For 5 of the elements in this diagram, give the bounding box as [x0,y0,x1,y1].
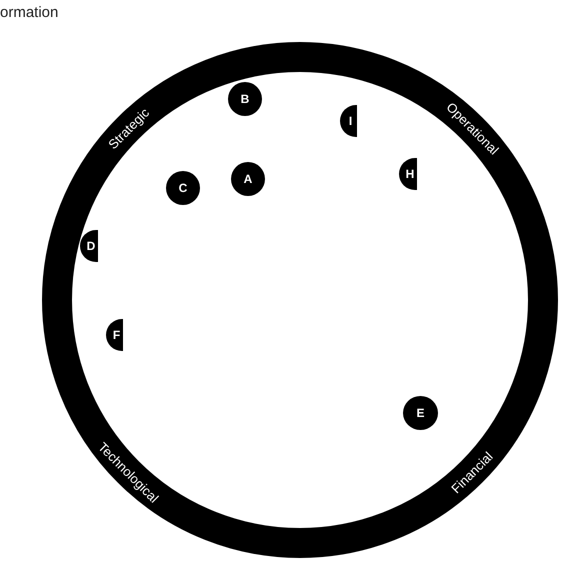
circle-marker: B [228,82,262,116]
title-text: ormation [0,4,58,21]
circle-marker: A [231,162,265,196]
circle-marker: C [166,171,200,205]
circle-marker: E [403,396,438,430]
